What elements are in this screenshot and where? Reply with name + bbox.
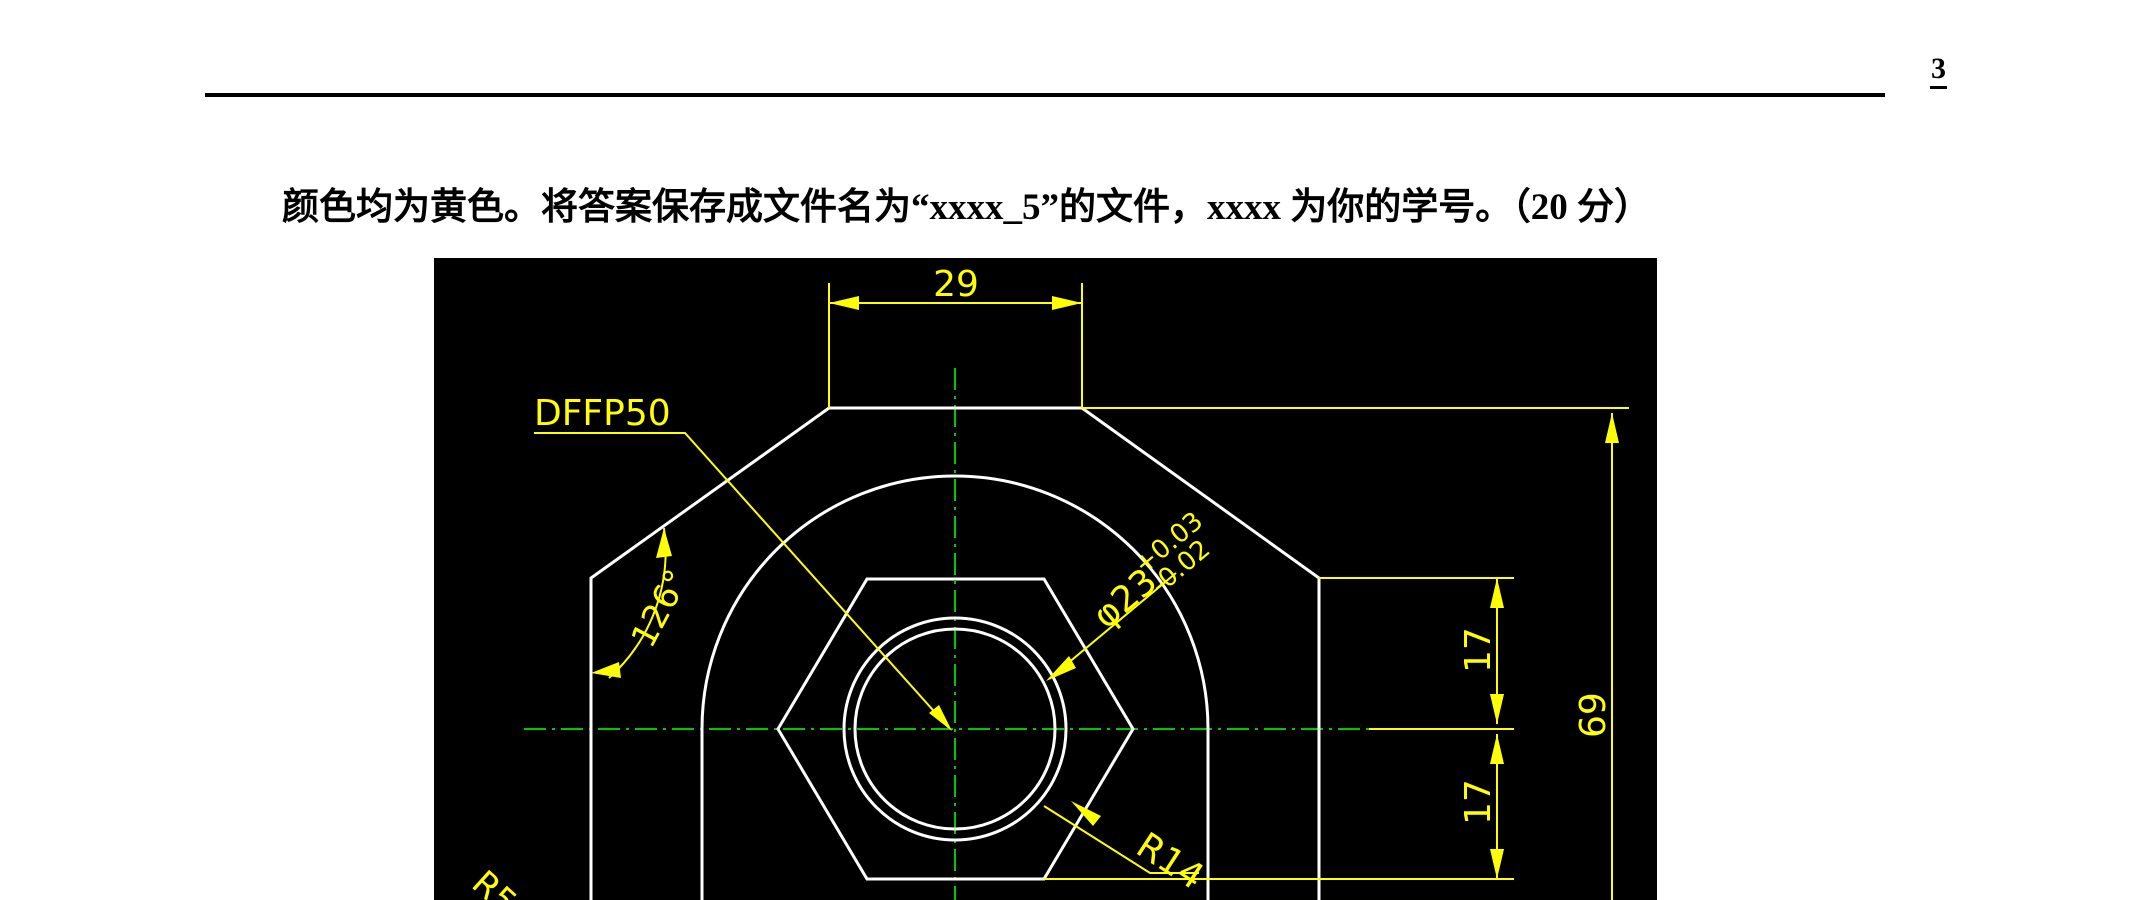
centerlines	[524, 368, 1369, 900]
label-29: 29	[933, 264, 979, 305]
cad-drawing: 29 DFFP50 126° φ23 +0.03 -0.02 R14 R5 17…	[434, 258, 1657, 900]
question-instruction: 颜色均为黄色。将答案保存成文件名为“xxxx_5”的文件，xxxx 为你的学号。…	[282, 187, 1651, 228]
header-rule	[205, 93, 1885, 97]
arrow-17-mid-up	[1490, 694, 1504, 724]
label-dffp50: DFFP50	[534, 393, 671, 434]
arrowheads	[591, 296, 1619, 879]
arrow-17-mid-down	[1490, 734, 1504, 764]
arrow-dffp50	[929, 705, 952, 731]
label-r5: R5	[464, 863, 524, 900]
arc-r68	[700, 474, 1210, 900]
arrow-17-bottom	[1490, 849, 1504, 879]
arrow-69-top	[1605, 413, 1619, 443]
arrow-phi23	[1046, 656, 1076, 681]
arrow-r14	[1071, 801, 1101, 826]
arrow-29-left	[829, 296, 859, 310]
outer-profile	[589, 406, 1321, 900]
label-r14: R14	[1129, 825, 1211, 898]
label-17-lower: 17	[1458, 779, 1499, 825]
label-69: 69	[1573, 692, 1614, 738]
arrow-17-top	[1490, 578, 1504, 608]
arrow-29-right	[1052, 296, 1082, 310]
leader-dffp50	[534, 432, 950, 729]
inner-circle	[853, 627, 1057, 831]
label-17-upper: 17	[1458, 627, 1499, 673]
leader-r14	[1043, 805, 1199, 874]
label-126: 126°	[624, 563, 698, 654]
arrow-angle-top	[656, 528, 672, 558]
outer-circle	[842, 616, 1068, 842]
arrow-angle-bottom	[591, 662, 621, 678]
page-number: 3	[1930, 52, 1947, 89]
